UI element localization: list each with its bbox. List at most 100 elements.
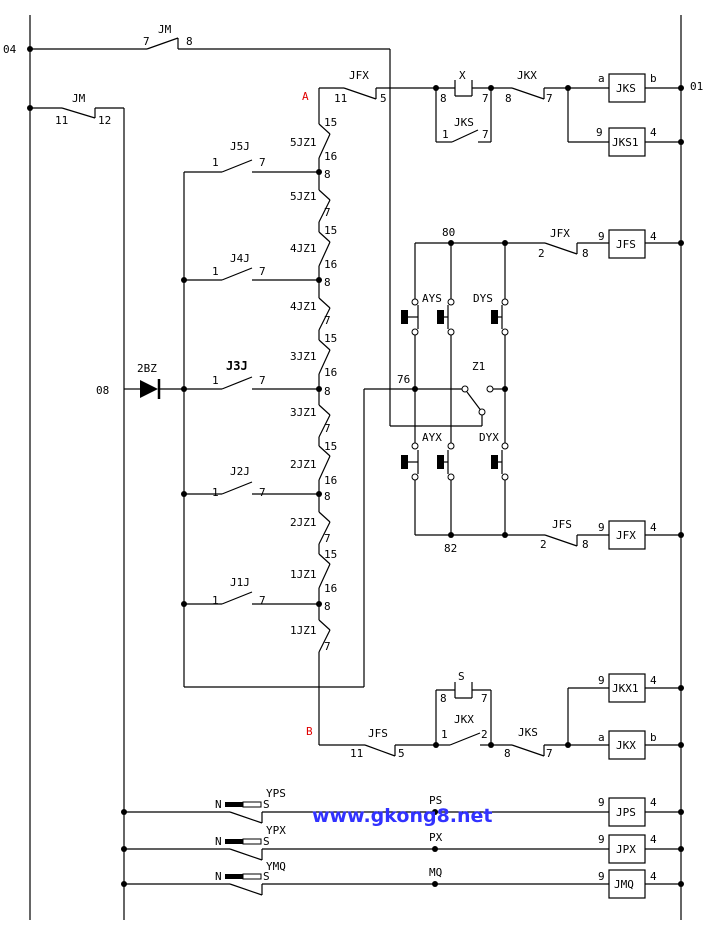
svg-text:1: 1: [212, 265, 219, 278]
svg-text:JFS: JFS: [552, 518, 572, 531]
point-a-label: A: [302, 90, 309, 103]
contact-jks-8-7: JKS 8 7: [491, 726, 568, 760]
bus-label-01: 01: [690, 80, 703, 93]
contact-jkx-1-2: JKX 1 2: [436, 713, 491, 746]
sensor-row-ymq: N S YMQ MQ: [121, 860, 609, 896]
svg-text:8: 8: [440, 692, 447, 705]
contact-jfx-2-8: JFX 2 8: [505, 227, 609, 260]
label-1jz1-b: 1JZ1: [290, 624, 317, 637]
contact-j1j: J1J 1 7: [184, 576, 319, 607]
svg-text:9: 9: [598, 796, 605, 809]
contact-j2j: J2J 1 7: [184, 465, 319, 499]
svg-text:82: 82: [444, 542, 457, 555]
svg-text:JKS1: JKS1: [612, 136, 639, 149]
svg-text:7: 7: [143, 35, 150, 48]
contact-j5j: J5J 1 7: [212, 140, 319, 173]
svg-text:S: S: [458, 670, 465, 683]
label-5jz1-a: 5JZ1: [290, 136, 317, 149]
ymq-label: YMQ: [266, 860, 286, 873]
svg-text:1: 1: [212, 374, 219, 387]
relay-jks: JKS a b: [598, 72, 684, 103]
label-1jz1-a: 1JZ1: [290, 568, 317, 581]
svg-text:9: 9: [596, 126, 603, 139]
svg-text:11: 11: [55, 114, 68, 127]
dyx-label: DYX: [479, 431, 499, 444]
svg-text:15: 15: [324, 116, 337, 129]
svg-text:a: a: [598, 731, 605, 744]
direction-switch-network: 80 AYS DYS 76 Z1: [397, 226, 545, 555]
svg-text:J4J: J4J: [230, 252, 250, 265]
relay-jkx1: JKX1 9 4: [598, 673, 684, 703]
contact-jkx-8-7: JKX 8 7: [491, 69, 568, 105]
sensor-row-ypx: N S YPX PX: [121, 824, 609, 861]
svg-text:7: 7: [482, 128, 489, 141]
svg-text:7: 7: [324, 314, 331, 327]
svg-text:1: 1: [212, 156, 219, 169]
svg-text:J5J: J5J: [230, 140, 250, 153]
svg-text:JKS: JKS: [454, 116, 474, 129]
svg-text:JFX: JFX: [616, 529, 636, 542]
svg-text:1: 1: [441, 728, 448, 741]
svg-text:80: 80: [442, 226, 455, 239]
ayx-label: AYX: [422, 431, 442, 444]
svg-text:8: 8: [440, 92, 447, 105]
svg-text:8: 8: [186, 35, 193, 48]
label-2jz1-a: 2JZ1: [290, 458, 317, 471]
svg-text:N: N: [215, 835, 222, 848]
sensor-row-yps: N S YPS PS: [121, 787, 609, 824]
diode-2bz: 2BZ: [124, 362, 184, 399]
svg-text:16: 16: [324, 150, 337, 163]
svg-text:JKX1: JKX1: [612, 682, 639, 695]
svg-text:7: 7: [324, 640, 331, 653]
jm-label-2: JM: [72, 92, 86, 105]
yps-label: YPS: [266, 787, 286, 800]
svg-text:8: 8: [324, 276, 331, 289]
svg-text:7: 7: [259, 486, 266, 499]
jm-label: JM: [158, 23, 172, 36]
svg-text:7: 7: [546, 747, 553, 760]
mq-label: MQ: [429, 866, 442, 879]
svg-text:2: 2: [481, 728, 488, 741]
svg-text:15: 15: [324, 548, 337, 561]
svg-text:J1J: J1J: [230, 576, 250, 589]
svg-text:76: 76: [397, 373, 410, 386]
svg-text:S: S: [263, 870, 270, 883]
contact-jfs-2-8: JFS 2 8: [540, 518, 609, 551]
svg-text:1: 1: [442, 128, 449, 141]
label-4jz1-b: 4JZ1: [290, 300, 317, 313]
svg-text:4: 4: [650, 521, 657, 534]
svg-text:JFS: JFS: [368, 727, 388, 740]
svg-text:JPS: JPS: [616, 806, 636, 819]
watermark-url: www.gkong8.net: [312, 805, 493, 827]
point-b-label: B: [306, 725, 313, 738]
svg-text:7: 7: [259, 156, 266, 169]
contact-jfx-11-5: JFX 11 5: [319, 69, 436, 105]
svg-text:16: 16: [324, 258, 337, 271]
relay-jks1: JKS1 9 4: [596, 126, 684, 157]
svg-text:JKX: JKX: [454, 713, 474, 726]
svg-text:9: 9: [598, 833, 605, 846]
svg-text:S: S: [263, 798, 270, 811]
svg-text:JFX: JFX: [349, 69, 369, 82]
svg-text:5: 5: [380, 92, 387, 105]
contact-jks-1-7: JKS 1 7: [435, 88, 492, 143]
svg-text:16: 16: [324, 366, 337, 379]
contact-j3j: J3J 1 7: [184, 359, 319, 390]
svg-text:4: 4: [650, 870, 657, 883]
svg-text:9: 9: [598, 674, 605, 687]
label-5jz1-b: 5JZ1: [290, 190, 317, 203]
svg-text:7: 7: [259, 265, 266, 278]
svg-text:7: 7: [324, 206, 331, 219]
svg-text:N: N: [215, 798, 222, 811]
contact-x: X 8 7: [436, 69, 491, 105]
ps-label: PS: [429, 794, 442, 807]
svg-text:2: 2: [540, 538, 547, 551]
svg-text:JPX: JPX: [616, 843, 636, 856]
label-4jz1-a: 4JZ1: [290, 242, 317, 255]
svg-text:11: 11: [350, 747, 363, 760]
relay-jps: JPS 9 4: [598, 796, 684, 827]
svg-text:4: 4: [650, 126, 657, 139]
contact-jm-11-12: JM 11 12: [30, 92, 124, 127]
svg-text:15: 15: [324, 440, 337, 453]
svg-text:S: S: [263, 835, 270, 848]
